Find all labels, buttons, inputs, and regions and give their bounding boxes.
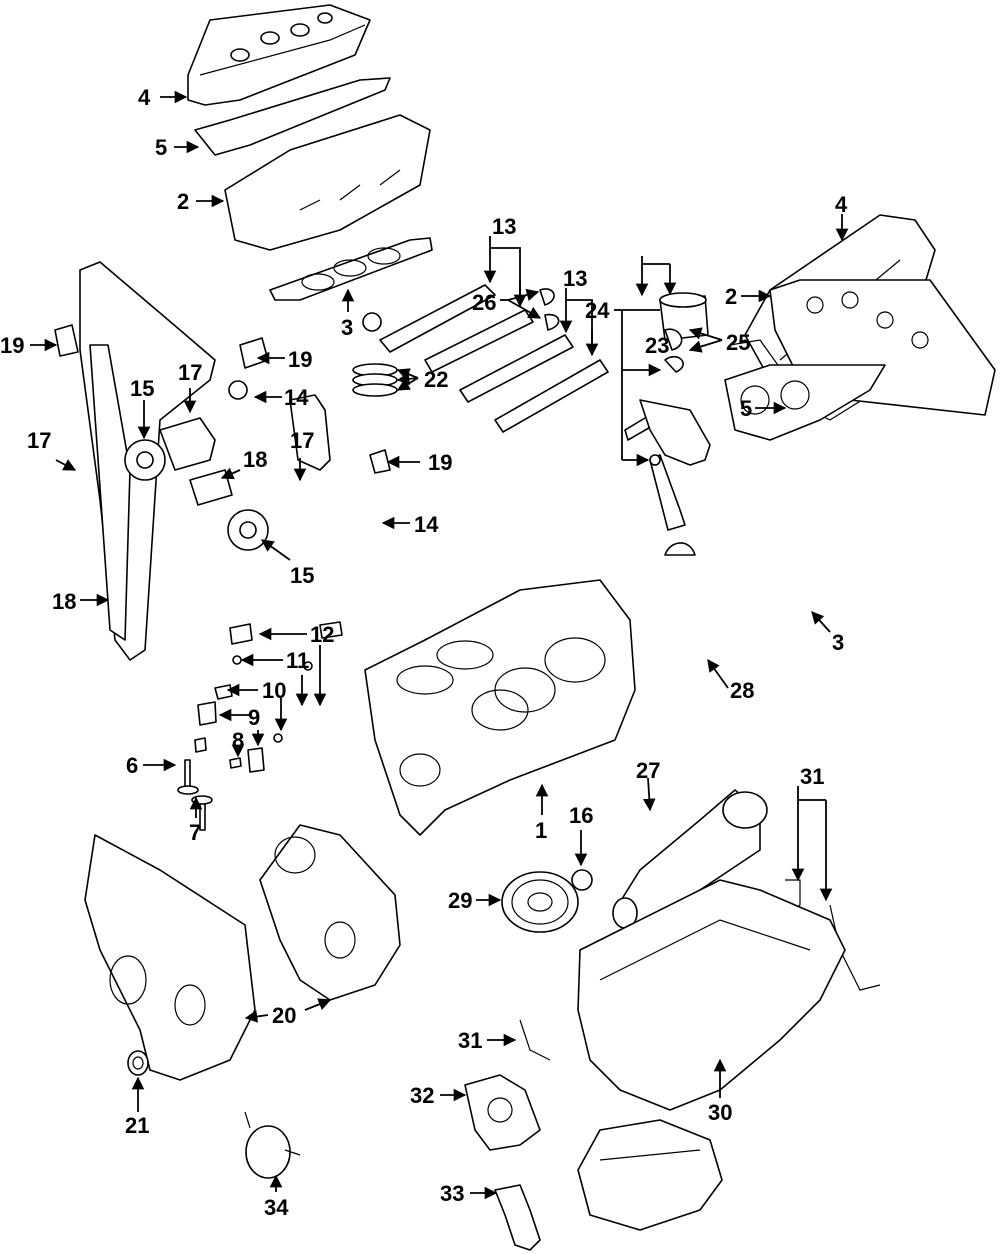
valve-train-parts (177, 621, 343, 831)
oil-pan-lower (577, 1119, 723, 1231)
callout-31: 31 (800, 764, 824, 789)
callout-21: 21 (125, 1113, 149, 1138)
callout-4: 4 (138, 85, 151, 110)
callout-3: 3 (341, 315, 353, 340)
callout-8: 8 (232, 728, 244, 753)
cylinder-head-left (224, 114, 431, 251)
callout-2: 2 (725, 284, 737, 309)
callout-15: 15 (130, 376, 154, 401)
crank-sprocket (571, 869, 593, 891)
callout-33: 33 (440, 1181, 464, 1206)
callout-17: 17 (290, 428, 314, 453)
valve-cover-left (187, 4, 371, 106)
timing-cover-front (84, 834, 256, 1081)
callout-32: 32 (410, 1083, 434, 1108)
callout-22: 22 (424, 367, 448, 392)
crank-pulley (501, 871, 579, 933)
callout-5: 5 (740, 396, 752, 421)
callout-26: 26 (472, 290, 496, 315)
callout-27: 27 (636, 758, 660, 783)
timing-chain-assembly (79, 261, 331, 661)
callout-28: 28 (730, 678, 754, 703)
callout-17: 17 (27, 428, 51, 453)
callout-31: 31 (458, 1028, 482, 1053)
front-seal (127, 1050, 149, 1076)
camshafts (379, 284, 609, 433)
callout-9: 9 (248, 705, 260, 730)
callout-labels: 4 5 2 3 13 13 4 5 2 3 23 19 14 17 15 18 … (0, 85, 848, 1220)
callout-24: 24 (585, 298, 610, 323)
callout-14: 14 (414, 512, 439, 537)
callout-15: 15 (290, 563, 314, 588)
callout-25: 25 (726, 330, 750, 355)
callout-11: 11 (286, 648, 309, 673)
oil-pump (464, 1074, 541, 1151)
callout-16: 16 (569, 803, 593, 828)
callout-3: 3 (832, 630, 844, 655)
callout-5: 5 (155, 135, 167, 160)
engine-block (364, 579, 636, 836)
callout-23: 23 (645, 333, 669, 358)
callout-4: 4 (835, 192, 848, 217)
cam-position-sensor (244, 1111, 301, 1179)
callout-29: 29 (448, 888, 472, 913)
callout-30: 30 (708, 1100, 732, 1125)
callout-12: 12 (310, 622, 334, 647)
callout-2: 2 (177, 189, 189, 214)
callout-13: 13 (492, 214, 516, 239)
callout-20: 20 (272, 1003, 296, 1028)
callout-7: 7 (189, 820, 201, 845)
valve-cover-gasket-left (194, 77, 391, 156)
callout-1: 1 (535, 818, 547, 843)
callout-18: 18 (243, 447, 267, 472)
callout-10: 10 (262, 678, 286, 703)
callout-19: 19 (0, 333, 24, 358)
callout-14: 14 (284, 385, 309, 410)
leader-lines (30, 90, 849, 1200)
cam-sprockets (124, 439, 269, 551)
callout-17: 17 (178, 360, 202, 385)
intake-gasket-left (269, 237, 433, 301)
timing-cover-inner (259, 824, 401, 1001)
rear-seal-retainer (639, 399, 711, 466)
callout-19: 19 (288, 347, 312, 372)
oil-strainer (494, 1184, 541, 1251)
callout-34: 34 (264, 1195, 289, 1220)
intake-gasket-right (724, 364, 886, 441)
callout-13: 13 (563, 266, 587, 291)
connecting-rod (539, 288, 696, 556)
oil-pan-upper (577, 879, 846, 1111)
piston-rings (352, 363, 398, 397)
callout-19: 19 (428, 450, 452, 475)
callout-18: 18 (52, 589, 76, 614)
crankshaft (612, 789, 768, 931)
callout-6: 6 (126, 753, 138, 778)
